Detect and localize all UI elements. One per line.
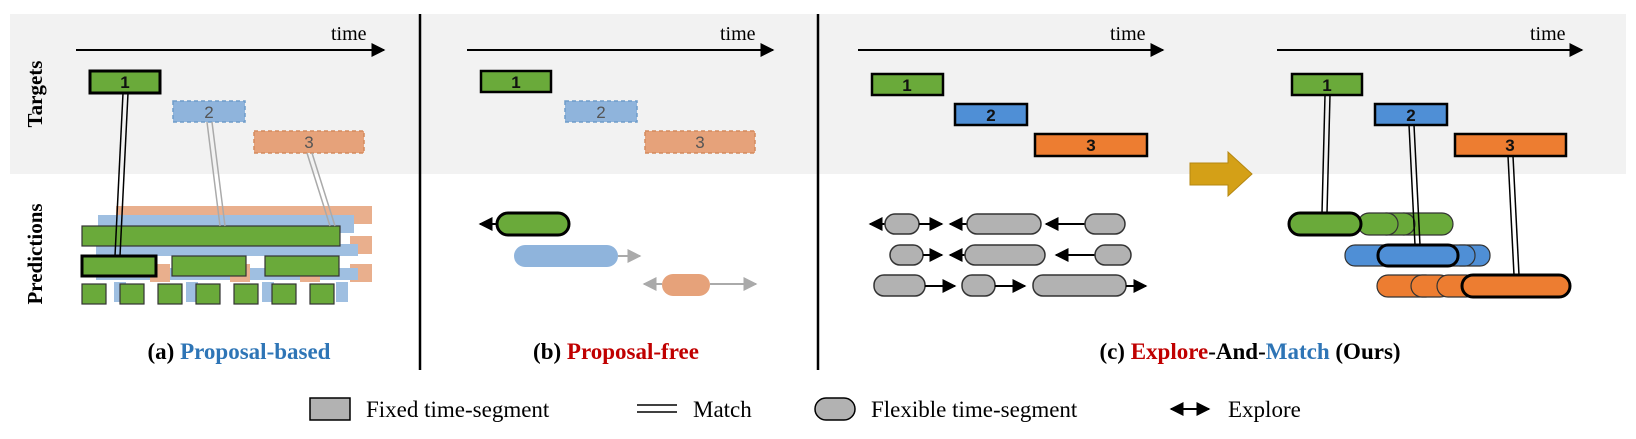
legend-fixed-swatch (309, 397, 351, 421)
target-segment-3-label: 3 (695, 133, 704, 152)
fixed-proposals (80, 225, 341, 305)
target-segment-2 (172, 100, 246, 123)
target-segment-2 (953, 102, 1029, 127)
target-segment-3 (253, 130, 365, 154)
target-segment-2 (1373, 102, 1449, 127)
panel-b: time 1 2 3 (b) Proposal-free (467, 23, 775, 364)
panel-c-explore: time 1 2 3 (858, 23, 1165, 297)
match-lines-a (114, 92, 336, 257)
transition-arrow-icon (1189, 150, 1253, 198)
flexible-predictions-b (478, 211, 758, 296)
panel-c-match: time 1 2 3 (1277, 23, 1584, 299)
time-label-c1: time (1110, 23, 1146, 45)
target-segment-3 (1033, 132, 1149, 158)
target-segment-1-label: 1 (902, 76, 911, 95)
target-segment-2-label: 2 (1406, 106, 1415, 125)
legend-fixed-label: Fixed time-segment (366, 397, 550, 422)
matched-predictions (1287, 211, 1572, 299)
legend: Fixed time-segment Match Flexible time-s… (309, 397, 1301, 422)
legend-flexible-label: Flexible time-segment (871, 397, 1078, 422)
time-label-a: time (331, 23, 367, 45)
target-segment-2-label: 2 (596, 103, 605, 122)
legend-flexible-swatch (814, 397, 856, 421)
target-segment-2 (564, 100, 638, 123)
proposal-clutter (96, 206, 372, 302)
panel-a: time 1 2 3 (76, 23, 386, 364)
target-segment-1-label: 1 (120, 73, 129, 92)
time-label-c2: time (1530, 23, 1566, 45)
caption-b: (b) Proposal-free (533, 339, 699, 364)
legend-match-label: Match (693, 397, 752, 422)
time-label-b: time (720, 23, 756, 45)
legend-match-swatch (637, 404, 677, 413)
target-segment-3 (1453, 132, 1568, 158)
target-segment-3-label: 3 (1505, 136, 1514, 155)
target-segment-1 (88, 69, 162, 95)
caption-c: (c) Explore-And-Match (Ours) (1099, 339, 1400, 364)
match-lines-c (1321, 94, 1520, 276)
target-segment-2-label: 2 (204, 103, 213, 122)
legend-explore-label: Explore (1228, 397, 1301, 422)
target-segment-3-label: 3 (1086, 136, 1095, 155)
target-segment-2-label: 2 (986, 106, 995, 125)
target-segment-1-label: 1 (1322, 76, 1331, 95)
target-segment-1-label: 1 (511, 73, 520, 92)
target-segment-3 (644, 130, 756, 154)
targets-row-label: Targets (23, 61, 47, 128)
exploring-predictions (868, 213, 1148, 297)
caption-a: (a) Proposal-based (148, 339, 331, 364)
target-segment-1 (1290, 72, 1364, 97)
target-segment-1 (870, 72, 945, 97)
target-segment-1 (479, 69, 553, 94)
predictions-row-label: Predictions (23, 203, 47, 304)
target-segment-3-label: 3 (304, 133, 313, 152)
